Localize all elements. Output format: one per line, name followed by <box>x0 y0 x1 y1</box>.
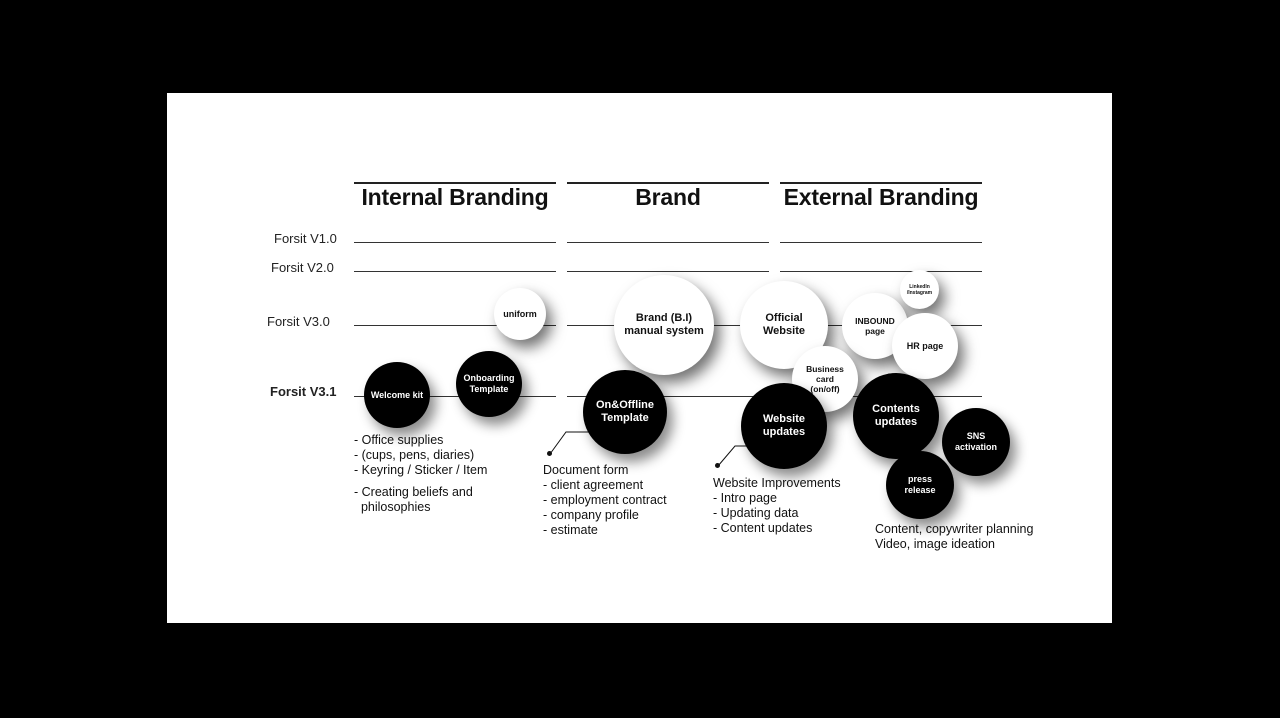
note-line: - employment contract <box>543 493 667 507</box>
note-line: - Updating data <box>713 506 799 520</box>
connector-dot-document <box>547 451 552 456</box>
note-line: - estimate <box>543 523 598 537</box>
row-line-v10-internal <box>354 242 556 243</box>
note-line: - Office supplies <box>354 433 444 447</box>
row-line-v30-internal <box>354 325 556 326</box>
column-title-brand: Brand <box>635 184 701 210</box>
note-line: Video, image ideation <box>875 537 995 551</box>
column-rule-brand <box>567 182 769 184</box>
bubble-website-updates: Website updates <box>741 383 827 469</box>
note-line: - Intro page <box>713 491 777 505</box>
row-label-v20: Forsit V2.0 <box>271 260 334 275</box>
bubble-press-release: press release <box>886 451 954 519</box>
bubble-sns-activation: SNS activation <box>942 408 1010 476</box>
note-line: - (cups, pens, diaries) <box>354 448 475 462</box>
note-line: Document form <box>543 463 629 477</box>
bubble-on-offline-template: On&Offline Template <box>583 370 667 454</box>
row-label-v10: Forsit V1.0 <box>274 231 337 246</box>
bubble-brand-manual: Brand (B.I) manual system <box>614 275 714 375</box>
note-line: - Content updates <box>713 521 813 535</box>
note-line: - client agreement <box>543 478 644 492</box>
column-title-external: External Branding <box>783 184 979 210</box>
notes-content: Content, copywriter planning Video, imag… <box>875 522 1033 552</box>
row-label-v31: Forsit V3.1 <box>270 384 337 399</box>
row-line-v10-brand <box>567 242 769 243</box>
note-line: philosophies <box>354 500 431 514</box>
row-line-v10-external <box>780 242 982 243</box>
row-line-v20-external <box>780 271 982 272</box>
row-line-v31-internal <box>354 396 556 397</box>
row-line-v20-internal <box>354 271 556 272</box>
notes-document: Document form - client agreement - emplo… <box>543 463 667 538</box>
notes-website: Website Improvements - Intro page - Upda… <box>713 476 841 536</box>
note-line: - Creating beliefs and <box>354 485 473 499</box>
bubble-linkedin-instagram: LinkedIn /Instagram <box>900 270 939 309</box>
row-line-v20-brand <box>567 271 769 272</box>
bubble-welcome-kit: Welcome kit <box>364 362 430 428</box>
row-line-v31-brand <box>567 396 769 397</box>
row-label-v30: Forsit V3.0 <box>267 314 330 329</box>
column-rule-internal <box>354 182 556 184</box>
column-title-internal: Internal Branding <box>361 184 549 210</box>
connector-dot-website <box>715 463 720 468</box>
notes-internal: - Office supplies - (cups, pens, diaries… <box>354 433 487 478</box>
note-line: Content, copywriter planning <box>875 522 1034 536</box>
note-line: Website Improvements <box>713 476 841 490</box>
bubble-uniform: uniform <box>494 288 546 340</box>
note-line: - company profile <box>543 508 639 522</box>
column-rule-external <box>780 182 982 184</box>
note-line: - Keyring / Sticker / Item <box>354 463 488 477</box>
bubble-hr-page: HR page <box>892 313 958 379</box>
bubble-contents-updates: Contents updates <box>853 373 939 459</box>
bubble-onboarding-template: Onboarding Template <box>456 351 522 417</box>
notes-internal-beliefs: - Creating beliefs and philosophies <box>354 485 473 515</box>
